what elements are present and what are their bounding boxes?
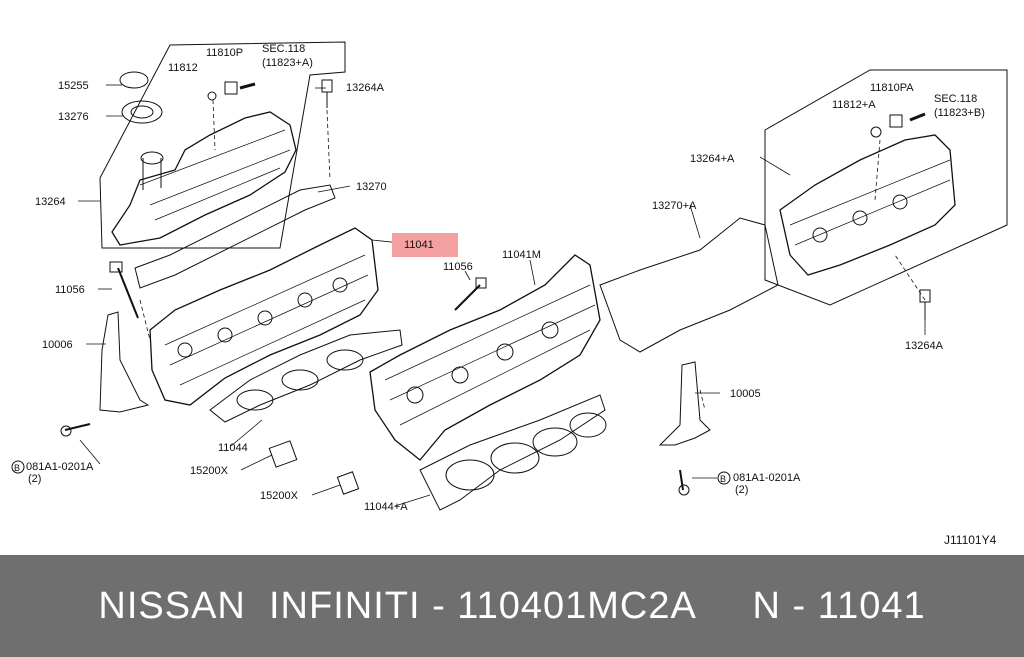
- label-15255: 15255: [58, 80, 89, 92]
- left-cylinder-head: [149, 227, 379, 406]
- diagram-code: J11101Y4: [944, 533, 997, 547]
- label-bolt-symbol-left: B: [14, 463, 20, 473]
- bolt-symbol-left: [11, 460, 25, 474]
- label-11810pa: 11810PA: [870, 82, 914, 94]
- right-cylinder-head: [369, 254, 601, 461]
- right-valve-cover: [779, 134, 956, 276]
- left-head-gasket: [209, 329, 403, 423]
- label-bolt-right-qty: (2): [735, 484, 748, 496]
- label-11823b: (11823+B): [934, 107, 985, 119]
- part-number-banner: NISSAN INFINITI - 110401MC2A N - 11041: [0, 555, 1024, 657]
- label-11056-left: 11056: [55, 284, 85, 296]
- label-13276: 13276: [58, 111, 89, 123]
- label-11044: 11044: [218, 442, 248, 454]
- left-cover-frame: [99, 41, 346, 249]
- cap-seal: [121, 100, 163, 124]
- label-bolt-left-qty: (2): [28, 473, 41, 485]
- label-11041: 11041: [404, 239, 434, 251]
- label-sec118b: SEC.118: [934, 93, 977, 105]
- label-11041m: 11041M: [502, 249, 541, 261]
- label-13264: 13264: [35, 196, 66, 208]
- label-13270: 13270: [356, 181, 387, 193]
- highlight-11041: [392, 233, 458, 257]
- label-11812: 11812: [168, 62, 198, 74]
- label-10005: 10005: [730, 388, 761, 400]
- parts-diagram: 11810P SEC.118 (11823+A) 11812 15255 132…: [11, 41, 1008, 547]
- label-11810p: 11810P: [206, 47, 243, 59]
- label-13264a-top: 13264A: [346, 82, 385, 94]
- label-10006: 10006: [42, 339, 73, 351]
- label-bolt-left-code: 081A1-0201A: [26, 461, 94, 473]
- label-15200x-b: 15200X: [260, 490, 299, 502]
- label-bolt-symbol-right: B: [720, 474, 726, 484]
- label-13264plusa: 13264+A: [690, 153, 735, 165]
- right-cover-gasket: [599, 217, 779, 353]
- label-11044a: 11044+A: [364, 501, 408, 513]
- label-11823a: (11823+A): [262, 57, 313, 69]
- label-13264a-right: 13264A: [905, 340, 944, 352]
- left-bracket: [99, 311, 150, 413]
- right-bracket: [658, 361, 711, 446]
- plug-15200x-b: [336, 471, 360, 495]
- right-cover-frame: [764, 69, 1008, 306]
- label-13270a: 13270+A: [652, 200, 697, 212]
- label-15200x-a: 15200X: [190, 465, 229, 477]
- oil-cap: [119, 71, 149, 89]
- banner-text: NISSAN INFINITI - 110401MC2A N - 11041: [98, 584, 926, 627]
- left-cover-gasket: [134, 184, 336, 289]
- right-head-gasket: [419, 394, 606, 511]
- bolt-symbol-right: [717, 471, 731, 485]
- label-sec118: SEC.118: [262, 43, 305, 55]
- label-11812a: 11812+A: [832, 99, 876, 111]
- label-bolt-right-code: 081A1-0201A: [733, 472, 801, 484]
- left-valve-cover: [111, 111, 297, 246]
- label-11056-mid: 11056: [443, 261, 473, 273]
- plug-15200x-a: [268, 440, 298, 468]
